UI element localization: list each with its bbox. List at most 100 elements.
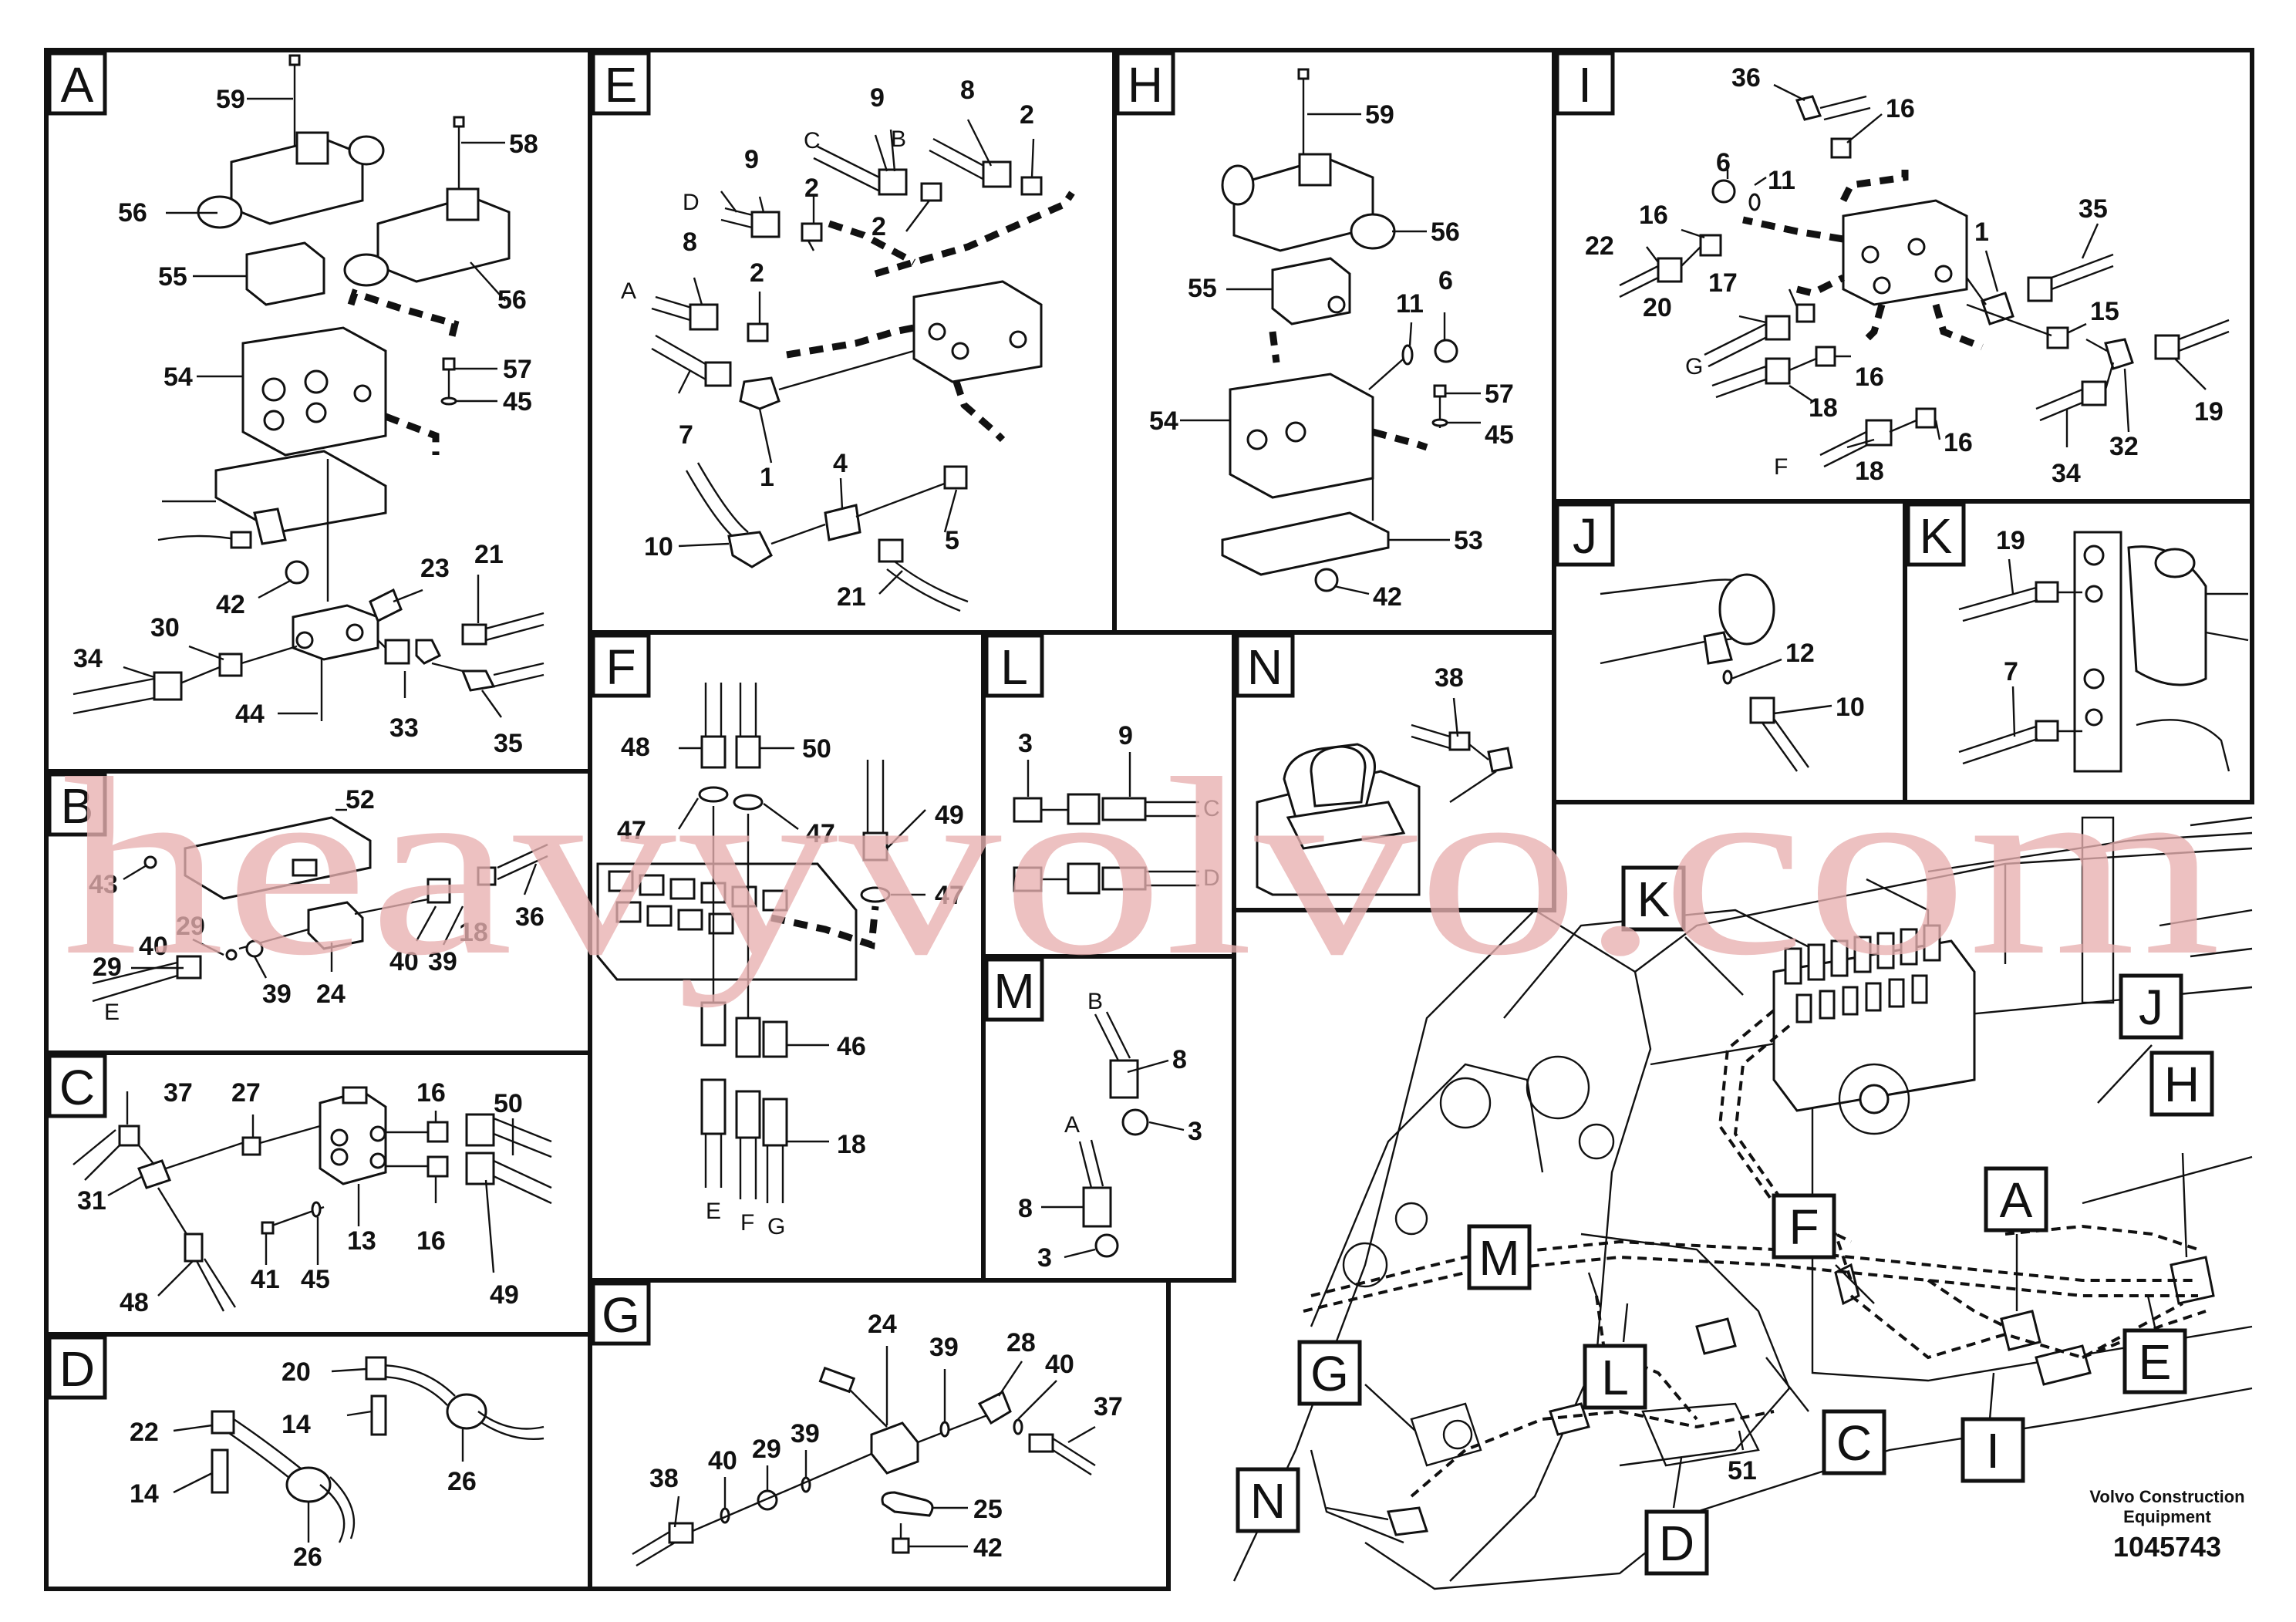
svg-text:34: 34 (2052, 459, 2081, 488)
svg-text:44: 44 (235, 700, 265, 729)
svg-text:H: H (1128, 57, 1163, 113)
svg-text:15: 15 (2090, 297, 2119, 326)
svg-text:49: 49 (935, 801, 964, 830)
svg-text:J: J (2139, 980, 2163, 1035)
svg-text:F: F (605, 639, 636, 695)
panel-c-drawing (72, 1086, 552, 1312)
svg-text:D: D (683, 190, 700, 215)
panel-label-f: F (591, 633, 651, 698)
panel-g-callouts: 24 39 28 40 37 38 40 29 39 25 42 (649, 1310, 1123, 1563)
overview-label-n: N (1236, 1467, 1300, 1533)
caption-company-line2: Equipment (2123, 1507, 2211, 1526)
panel-f-callouts: 48 50 49 47 47 47 46 18 E F G (617, 733, 964, 1239)
svg-text:A: A (61, 57, 94, 113)
svg-text:42: 42 (973, 1533, 1003, 1563)
overview-callouts: K J M F H A G L C E N D I 51 (1236, 865, 2214, 1576)
svg-text:45: 45 (1485, 420, 1514, 450)
svg-text:26: 26 (447, 1467, 477, 1496)
document-number: 1045743 (2113, 1531, 2221, 1563)
svg-text:E: E (2139, 1334, 2172, 1390)
panel-h-drawing (1180, 68, 1481, 595)
svg-text:38: 38 (1435, 663, 1464, 693)
svg-text:16: 16 (1639, 201, 1668, 230)
svg-text:C: C (804, 128, 821, 153)
svg-text:49: 49 (490, 1280, 519, 1310)
panel-label-i: I (1555, 51, 1615, 116)
svg-text:M: M (993, 963, 1034, 1019)
svg-text:37: 37 (1094, 1392, 1123, 1421)
caption-company-line1: Volvo Construction (2089, 1487, 2244, 1506)
svg-text:53: 53 (1454, 526, 1483, 555)
svg-text:2: 2 (1020, 100, 1034, 130)
svg-text:20: 20 (282, 1357, 311, 1387)
svg-text:11: 11 (1396, 289, 1424, 319)
svg-text:19: 19 (2194, 397, 2224, 427)
svg-text:29: 29 (176, 912, 205, 941)
svg-text:9: 9 (744, 145, 759, 174)
svg-text:G: G (767, 1214, 785, 1239)
svg-text:A: A (2000, 1172, 2033, 1228)
svg-text:16: 16 (1886, 94, 1915, 123)
svg-text:10: 10 (644, 532, 673, 561)
panel-f-drawing (596, 683, 926, 1203)
svg-text:45: 45 (301, 1265, 330, 1294)
svg-text:F: F (740, 1210, 754, 1236)
svg-text:42: 42 (1373, 582, 1402, 612)
panel-l-callouts: 3 9 C D (1018, 721, 1220, 891)
svg-text:21: 21 (474, 540, 504, 569)
svg-text:9: 9 (1118, 721, 1133, 750)
overview-label-l: L (1583, 1344, 1647, 1410)
svg-text:14: 14 (282, 1410, 311, 1439)
svg-text:29: 29 (752, 1435, 781, 1464)
svg-text:22: 22 (1585, 231, 1614, 261)
svg-text:6: 6 (1716, 148, 1731, 177)
svg-text:47: 47 (617, 816, 646, 845)
panel-g-drawing (632, 1346, 1096, 1567)
svg-text:D: D (59, 1341, 95, 1397)
svg-text:E: E (605, 57, 638, 113)
svg-text:E: E (104, 1000, 120, 1025)
panel-label-b: B (47, 772, 107, 837)
svg-text:40: 40 (139, 932, 168, 961)
svg-text:2: 2 (750, 258, 764, 288)
svg-text:F: F (1789, 1199, 1819, 1255)
svg-text:2: 2 (872, 212, 886, 241)
svg-text:54: 54 (1149, 406, 1178, 436)
svg-text:16: 16 (416, 1226, 446, 1256)
svg-text:39: 39 (929, 1333, 959, 1362)
svg-text:C: C (59, 1060, 95, 1115)
svg-text:56: 56 (1431, 218, 1460, 247)
svg-text:12: 12 (1785, 639, 1815, 668)
svg-text:24: 24 (316, 980, 346, 1009)
svg-text:59: 59 (1365, 100, 1394, 130)
svg-text:59: 59 (216, 85, 245, 114)
svg-text:10: 10 (1836, 693, 1865, 722)
svg-text:7: 7 (2004, 657, 2018, 686)
svg-text:29: 29 (93, 953, 122, 982)
svg-text:G: G (1310, 1346, 1349, 1401)
svg-text:47: 47 (806, 819, 835, 848)
svg-text:35: 35 (494, 729, 523, 758)
svg-text:16: 16 (1944, 428, 1973, 457)
panel-j-drawing (1600, 573, 1832, 772)
svg-text:21: 21 (837, 582, 866, 612)
svg-text:G: G (602, 1287, 640, 1343)
svg-text:22: 22 (130, 1418, 159, 1447)
svg-text:8: 8 (1172, 1045, 1187, 1074)
svg-text:58: 58 (509, 130, 538, 159)
svg-text:30: 30 (150, 613, 180, 642)
panel-label-d: D (47, 1335, 107, 1400)
overview-label-g: G (1297, 1340, 1362, 1406)
svg-text:46: 46 (837, 1032, 866, 1061)
panel-frames (44, 48, 2254, 1591)
panel-d-callouts: 20 14 22 14 26 26 (130, 1357, 477, 1572)
svg-text:40: 40 (389, 947, 419, 976)
overview-label-e: E (2122, 1328, 2187, 1394)
svg-text:43: 43 (89, 870, 118, 899)
overview-label-k: K (1621, 865, 1686, 932)
svg-text:28: 28 (1006, 1328, 1036, 1357)
svg-text:B: B (1087, 989, 1103, 1014)
panel-label-l: L (984, 633, 1044, 698)
svg-text:13: 13 (347, 1226, 376, 1256)
